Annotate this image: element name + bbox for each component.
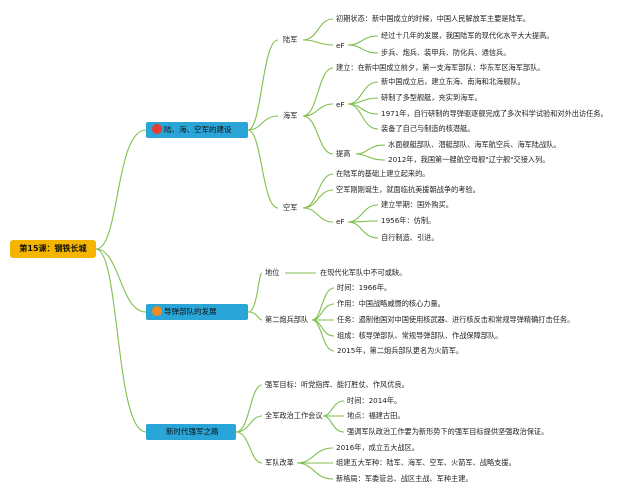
node-text: 经过十几年的发展，我国陆军的现代化水平大大提高。 [381,31,554,40]
branch-missile-forces: 导弹部队的发展 [146,304,248,320]
branch-new-era: 新时代强军之路 [146,424,236,440]
node-text: 在现代化军队中不可或缺。 [320,268,407,277]
node-text: 步兵、炮兵、装甲兵、防化兵、通信兵。 [381,48,511,57]
node-text: 强调军队政治工作要为新形势下的强军目标提供坚强政治保证。 [347,427,549,436]
node-text: 在陆军的基础上建立起来的。 [336,169,430,178]
node-text: 1971年，自行研制的导弹驱逐舰完成了多次科学试验和对外出访任务。 [381,109,608,118]
branch-army-navy-air: 陆、海、空军的建设 [146,122,248,138]
node-text: 时间：2014年。 [347,396,402,405]
node-army: 陆军 [283,35,298,44]
node-text: 装备了自己与制造的核潜艇。 [381,124,475,133]
node-second-artillery: 第二炮兵部队 [265,315,309,324]
node-text: 建立早期：国外购买。 [381,200,453,209]
node-text: 初期状态：新中国成立的时候，中国人民解放军主要是陆军。 [336,14,531,23]
node-ef: eF [336,41,345,50]
node-text: 时间：1966年。 [337,283,392,292]
node-reform: 军队改革 [265,458,294,467]
node-text: 2015年，第二炮兵部队更名为火箭军。 [337,346,464,355]
node-text: 2012年，我国第一艘航空母舰"辽宁舰"交接入列。 [388,155,550,164]
node-meeting: 全军政治工作会议 [265,411,323,420]
node-text: 水面舰艇部队、潜艇部队、海军航空兵、海军陆战队。 [388,140,561,149]
node-text: 地点：福建古田。 [347,411,405,420]
node-navy: 海军 [283,111,298,120]
root-node: 第15课：钢铁长城 [10,240,96,258]
branch-title: 陆、海、空军的建设 [164,125,232,134]
node-text: 新中国成立后，建立东海、南海和北海舰队。 [381,77,525,86]
node-position: 地位 [265,268,280,277]
branch-title: 新时代强军之路 [166,427,219,436]
node-text: 1956年：仿制。 [381,216,436,225]
node-text: 作用：中国战略威慑的核心力量。 [337,299,445,308]
node-text: 研制了多型舰艇，充实到海军。 [381,93,482,102]
node-text: 新格局：军委管总、战区主战、军种主建。 [336,474,473,483]
node-text: 任务：遏制他国对中国使用核武器、进行核反击和常规导弹精确打击任务。 [337,315,575,324]
node-text: 自行制造、引进。 [381,233,439,242]
node-text: 组建五大军种：陆军、海军、空军、火箭军、战略支援。 [336,458,516,467]
node-improve: 提高 [336,149,351,158]
node-ef: eF [336,100,345,109]
number-badge-1 [152,124,162,134]
node-ef: eF [336,217,345,226]
node-airforce: 空军 [283,203,298,212]
node-goal: 强军目标：听党指挥、能打胜仗、作风优良。 [265,380,409,389]
node-text: 组成：核导弹部队、常规导弹部队、作战保障部队。 [337,331,503,340]
branch-title: 导弹部队的发展 [164,307,217,316]
number-badge-2 [152,306,162,316]
node-text: 建立：在新中国成立前夕，第一支海军部队：华东军区海军部队。 [336,63,545,72]
node-text: 空军刚刚诞生，就面临抗美援朝战争的考验。 [336,185,480,194]
node-text: 2016年，成立五大战区。 [336,443,419,452]
